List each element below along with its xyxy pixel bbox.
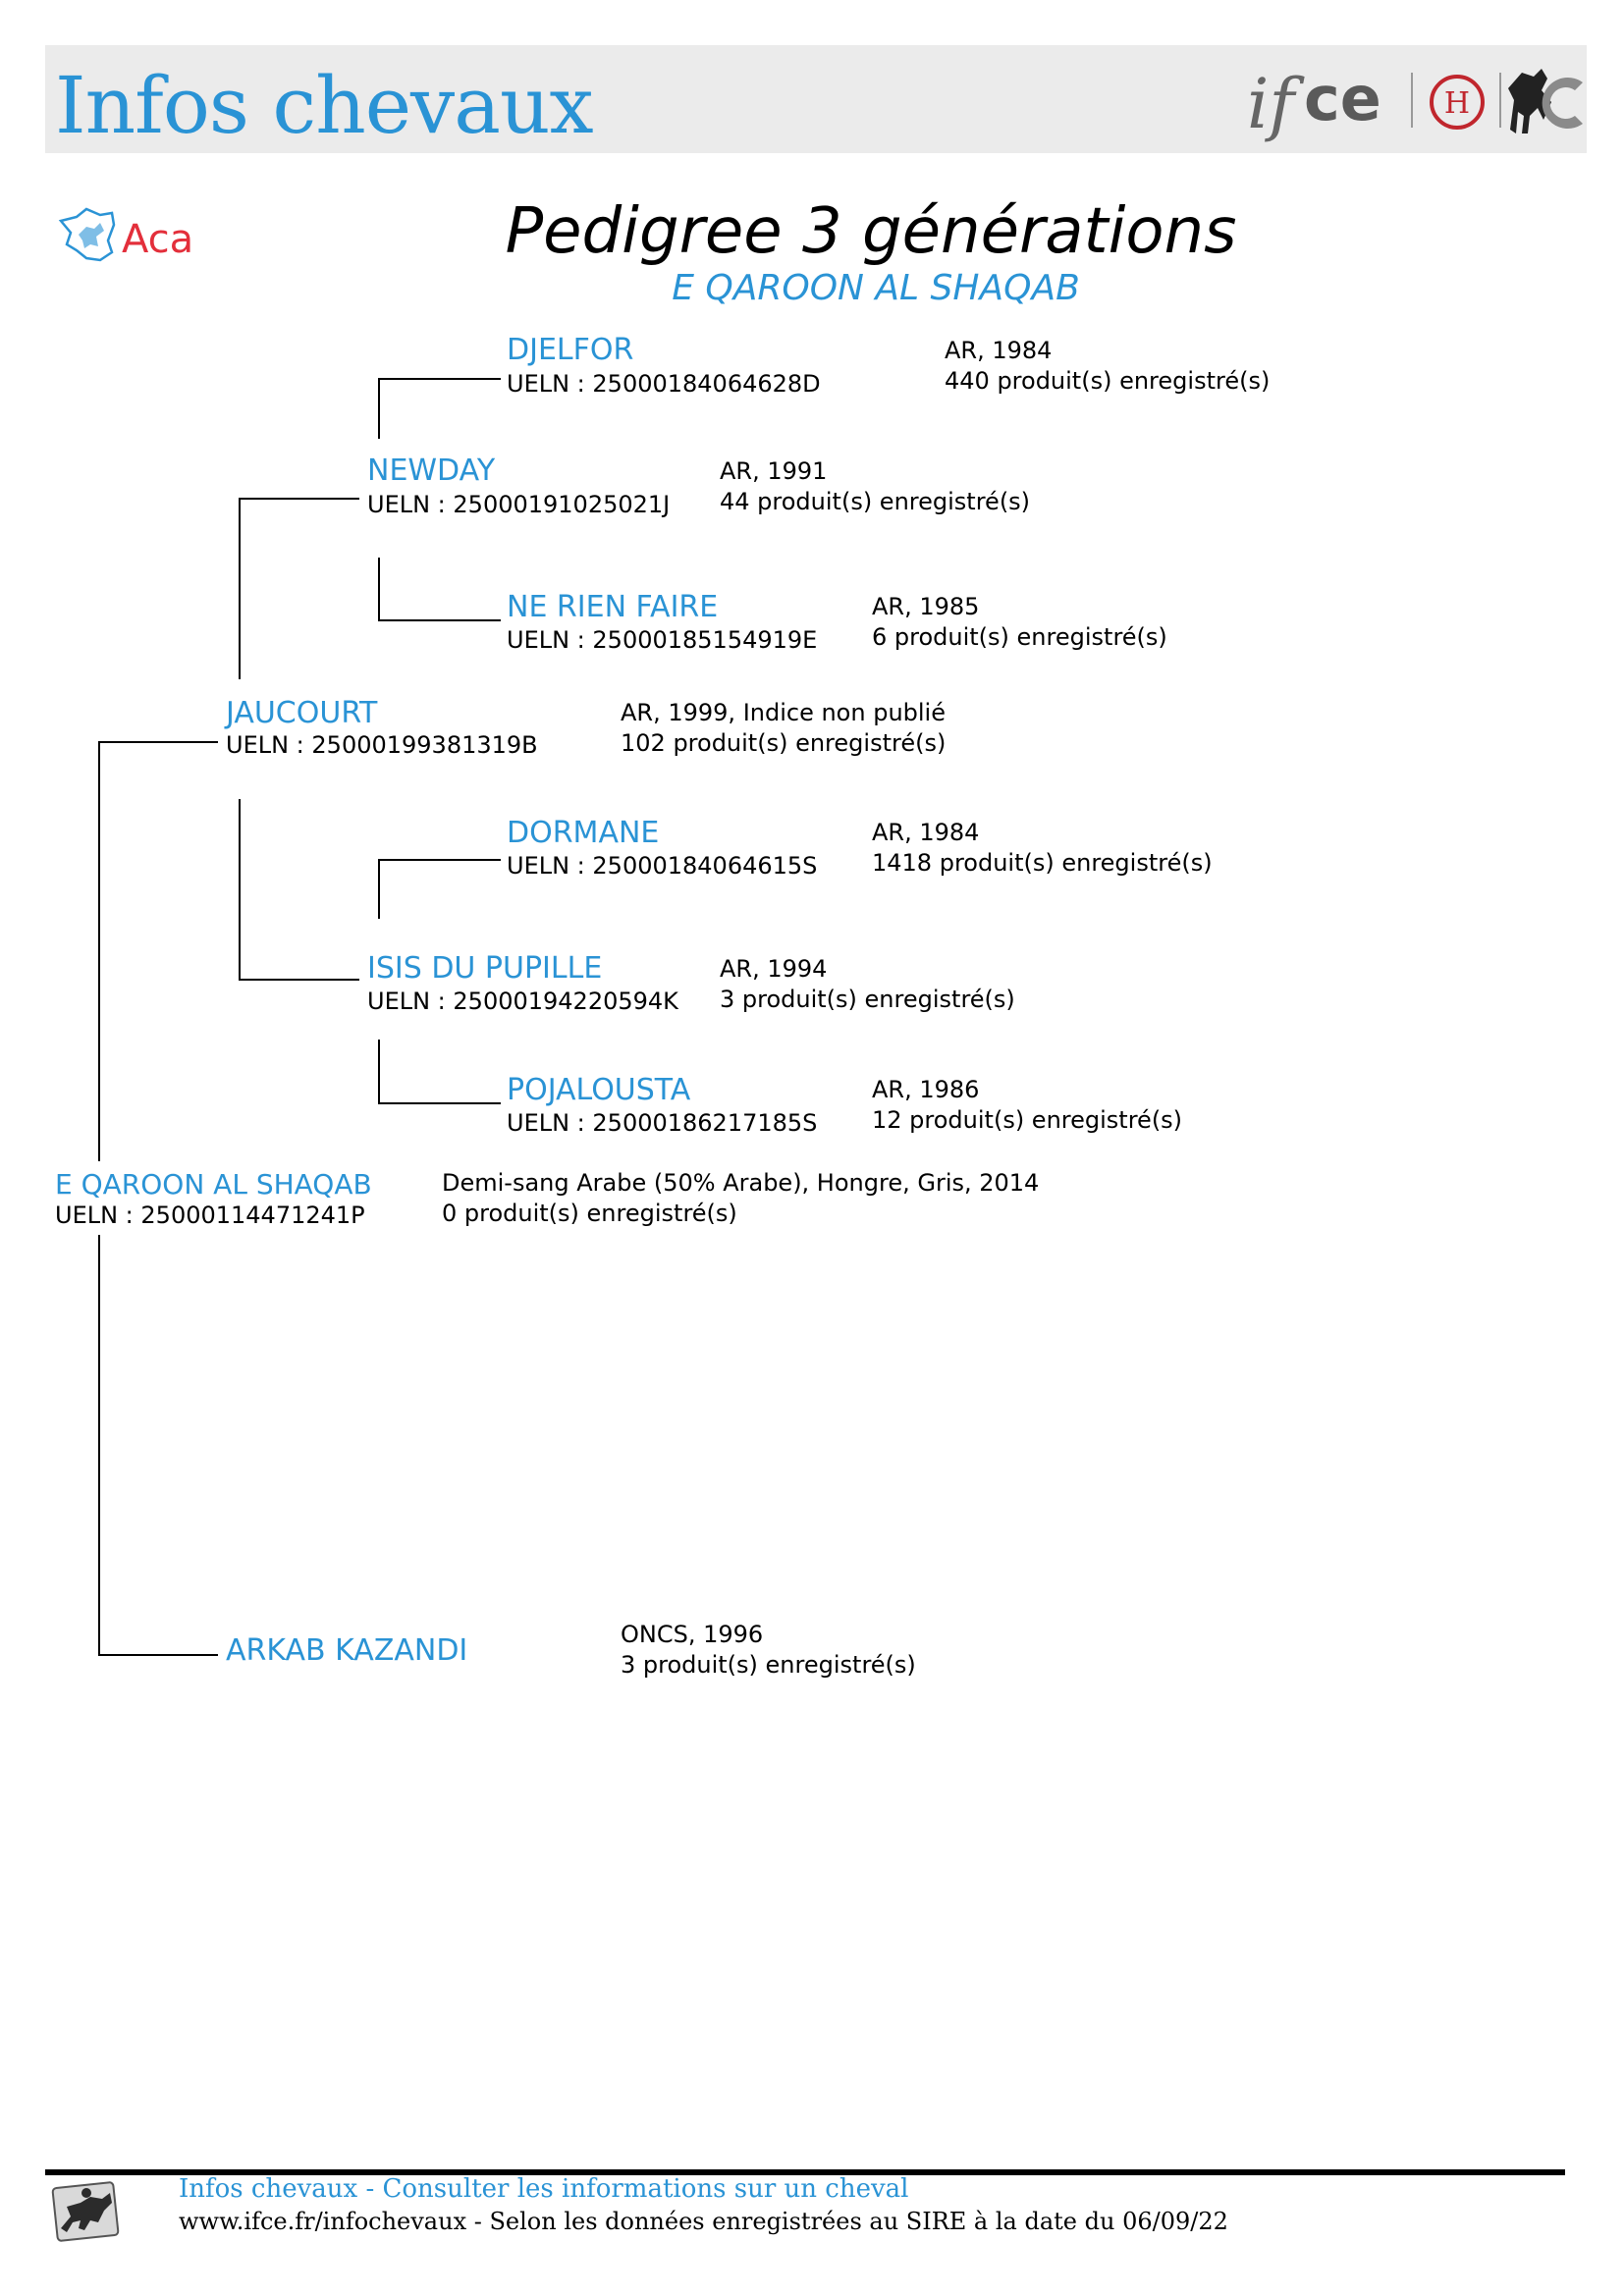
horse-ueln-pojalousta: UELN : 25000186217185S bbox=[507, 1109, 818, 1137]
aca-logo: Aca bbox=[58, 207, 193, 262]
horse-rider-icon bbox=[51, 2181, 120, 2242]
horse-ueln-isis-du-pupille: UELN : 25000194220594K bbox=[367, 988, 678, 1015]
horse-info-subject: Demi-sang Arabe (50% Arabe), Hongre, Gri… bbox=[442, 1169, 1040, 1197]
horse-name-ne-rien-faire[interactable]: NE RIEN FAIRE bbox=[507, 590, 719, 624]
document-subtitle: E QAROON AL SHAQAB bbox=[672, 268, 1080, 308]
horse-info-dormane: AR, 1984 bbox=[872, 819, 980, 846]
horse-name-pojalousta[interactable]: POJALOUSTA bbox=[507, 1073, 691, 1107]
horse-products-isis-du-pupille: 3 produit(s) enregistré(s) bbox=[720, 986, 1015, 1013]
footer-line-1: Infos chevaux - Consulter les informatio… bbox=[179, 2174, 909, 2204]
horse-products-djelfor: 440 produit(s) enregistré(s) bbox=[945, 367, 1271, 395]
horse-info-djelfor: AR, 1984 bbox=[945, 337, 1053, 364]
horse-products-ne-rien-faire: 6 produit(s) enregistré(s) bbox=[872, 623, 1167, 651]
horse-ueln-ne-rien-faire: UELN : 25000185154919E bbox=[507, 626, 818, 654]
horse-ueln-newday: UELN : 25000191025021J bbox=[367, 491, 671, 518]
horse-name-newday[interactable]: NEWDAY bbox=[367, 454, 496, 488]
svg-text:ce: ce bbox=[1304, 63, 1381, 134]
header-title: Infos chevaux bbox=[55, 60, 594, 151]
horse-name-isis-du-pupille[interactable]: ISIS DU PUPILLE bbox=[367, 951, 603, 986]
svg-text:Aca: Aca bbox=[122, 217, 193, 262]
horse-info-isis-du-pupille: AR, 1994 bbox=[720, 955, 828, 983]
horse-name-djelfor[interactable]: DJELFOR bbox=[507, 333, 634, 367]
horse-ueln-djelfor: UELN : 25000184064628D bbox=[507, 370, 821, 398]
horse-info-jaucourt: AR, 1999, Indice non publié bbox=[621, 699, 946, 726]
horse-info-newday: AR, 1991 bbox=[720, 457, 828, 485]
horse-ueln-subject: UELN : 25000114471241P bbox=[55, 1201, 365, 1229]
horse-products-arkab-kazandi: 3 produit(s) enregistré(s) bbox=[621, 1651, 916, 1679]
header-bar bbox=[45, 45, 1587, 153]
footer-divider bbox=[45, 2169, 1565, 2175]
svg-text:H: H bbox=[1444, 86, 1470, 121]
horse-products-dormane: 1418 produit(s) enregistré(s) bbox=[872, 849, 1213, 877]
horse-name-dormane[interactable]: DORMANE bbox=[507, 816, 660, 850]
horse-ueln-dormane: UELN : 25000184064615S bbox=[507, 852, 818, 880]
horse-products-subject: 0 produit(s) enregistré(s) bbox=[442, 1200, 737, 1227]
horse-products-pojalousta: 12 produit(s) enregistré(s) bbox=[872, 1106, 1183, 1134]
footer-line-2: www.ifce.fr/infochevaux - Selon les donn… bbox=[179, 2208, 1228, 2235]
horse-products-jaucourt: 102 produit(s) enregistré(s) bbox=[621, 729, 947, 757]
horse-name-subject[interactable]: E QAROON AL SHAQAB bbox=[55, 1168, 372, 1201]
horse-name-arkab-kazandi[interactable]: ARKAB KAZANDI bbox=[226, 1633, 468, 1668]
horse-info-pojalousta: AR, 1986 bbox=[872, 1076, 980, 1103]
horse-ueln-jaucourt: UELN : 25000199381319B bbox=[226, 731, 538, 759]
ifce-logo: if ce H bbox=[1247, 63, 1583, 144]
document-title: Pedigree 3 générations bbox=[505, 195, 1237, 268]
horse-products-newday: 44 produit(s) enregistré(s) bbox=[720, 488, 1031, 515]
horse-info-arkab-kazandi: ONCS, 1996 bbox=[621, 1621, 764, 1648]
horse-info-ne-rien-faire: AR, 1985 bbox=[872, 593, 980, 620]
horse-name-jaucourt[interactable]: JAUCOURT bbox=[226, 696, 378, 730]
